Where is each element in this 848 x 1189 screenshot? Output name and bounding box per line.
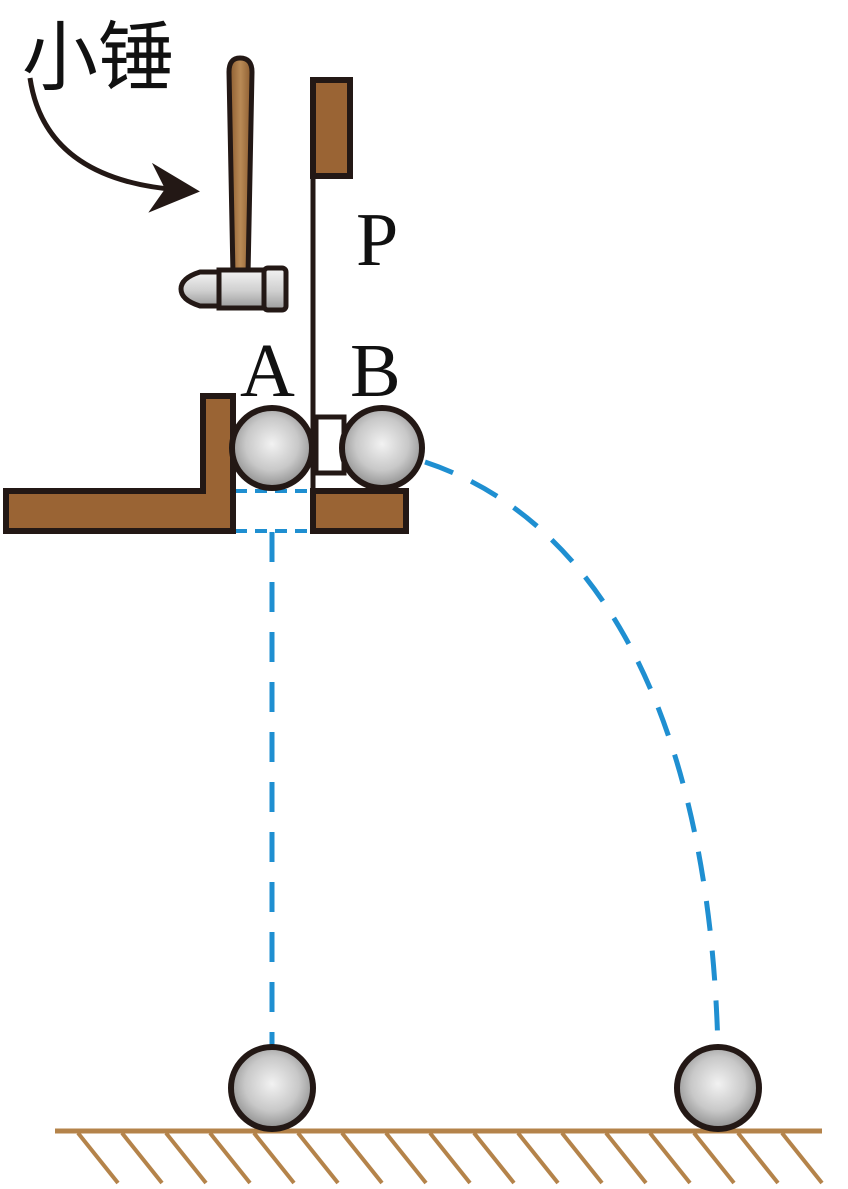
platform-left-bracket [3,393,236,534]
hatch-line [164,1131,208,1185]
hatch-line [252,1131,296,1185]
hammer-head-cap [261,265,289,313]
ball-b-initial [339,405,425,491]
spring-plate-top [310,77,353,179]
trajectories [235,459,721,1051]
hatch-line [428,1131,472,1185]
hatch-line [384,1131,428,1185]
hatch-line [648,1131,692,1185]
ground-hatching [76,1131,824,1185]
hatch-line [120,1131,164,1185]
hatch-line [780,1131,824,1185]
hammer-handle [226,55,255,278]
hatch-line [560,1131,604,1185]
hammer-head-tip [178,269,222,309]
hatch-line [516,1131,560,1185]
ball-b-label: B [350,329,401,413]
plate-label: P [356,198,398,282]
ball-a-landed [228,1044,316,1132]
hammer-icon [178,55,289,313]
hatch-line [736,1131,780,1185]
hammer-head-body [216,267,267,311]
hatch-line [296,1131,340,1185]
balls-initial [229,405,425,491]
ground [55,1128,824,1185]
hatch-line [604,1131,648,1185]
ball-a-initial [229,405,315,491]
hammer-label: 小锤 [22,13,174,102]
curved-arrow-icon [27,77,200,213]
hatch-line [472,1131,516,1185]
balls-landed [228,1044,762,1132]
platform-right-block [310,488,409,534]
hatch-line [208,1131,252,1185]
trajectory-b-parabola [424,459,721,1051]
hatch-line [692,1131,736,1185]
ball-a-label: A [240,329,295,413]
spring-plate [310,77,353,491]
hatch-line [340,1131,384,1185]
hatch-line [76,1131,120,1185]
ball-b-landed [674,1044,762,1132]
platform [3,393,409,534]
